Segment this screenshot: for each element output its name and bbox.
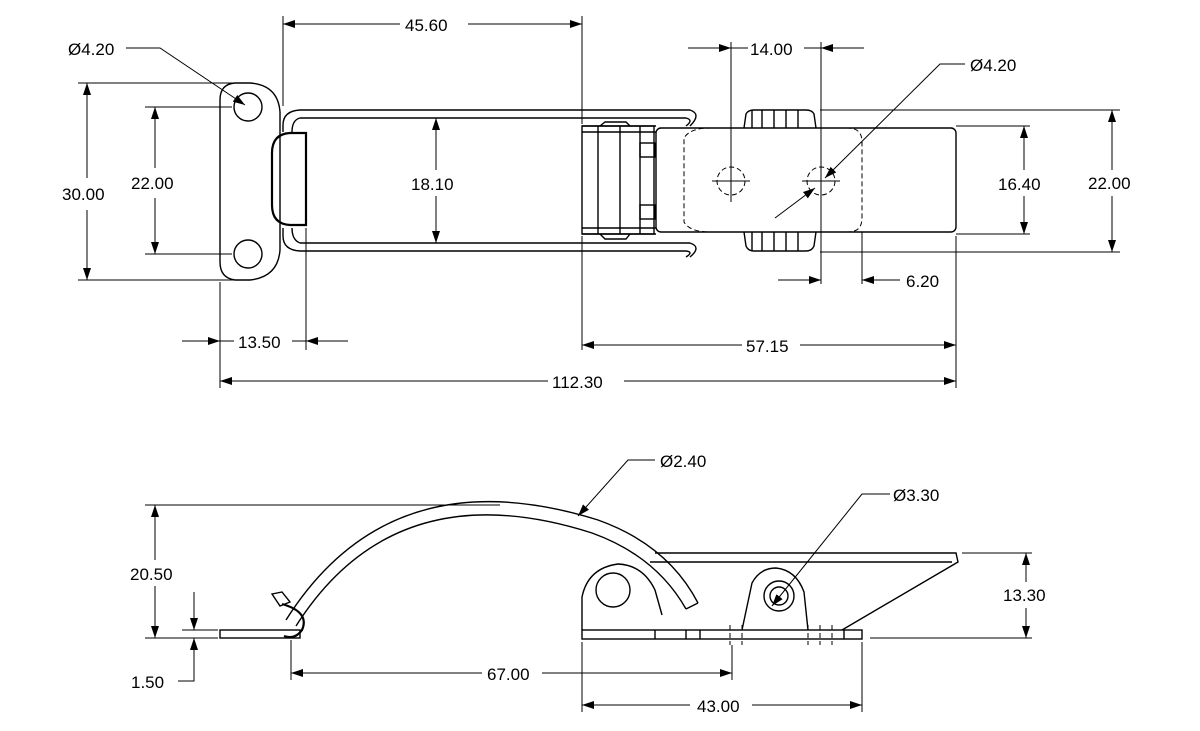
- top-dimension-lines: [83, 20, 1116, 385]
- dim-hole-right: Ø4.20: [970, 56, 1016, 75]
- dim-base-height: 13.30: [1003, 586, 1046, 605]
- dim-height: 20.50: [130, 565, 173, 584]
- side-view: Ø2.40 Ø3.30 20.50 13.30 1.50 67.00 43.00: [130, 452, 1046, 716]
- top-extension-lines: [78, 16, 1120, 388]
- side-keeper: [219, 591, 305, 639]
- dim-plate-width: 13.50: [238, 333, 281, 352]
- side-extension-lines: [145, 504, 1032, 712]
- side-wire-handle: [285, 501, 699, 627]
- dim-hole-pitch: 22.00: [131, 174, 174, 193]
- dim-body-height: 22.00: [1088, 174, 1131, 193]
- wire-handle: [282, 109, 697, 258]
- side-dimension-lines: [151, 459, 1030, 709]
- dim-plate-thickness: 1.50: [131, 673, 164, 692]
- side-latch-body: [581, 552, 959, 645]
- dim-handle-inner: 18.10: [411, 175, 454, 194]
- dim-side-base-length: 43.00: [697, 697, 740, 716]
- dim-handle-length: 45.60: [405, 16, 448, 35]
- dim-overall-height: 30.00: [62, 185, 105, 204]
- dim-hole-spacing: 14.00: [750, 40, 793, 59]
- dim-wire-diameter: Ø2.40: [660, 452, 706, 471]
- keeper-plate: [219, 82, 308, 281]
- latch-body: [581, 109, 957, 252]
- dim-hole-edge: 6.20: [906, 272, 939, 291]
- dim-body-width: 16.40: [998, 175, 1041, 194]
- dim-pin-diameter: Ø3.30: [893, 486, 939, 505]
- top-view: Ø4.20 45.60 14.00 Ø4.20 30.00 22.00 18.1…: [62, 16, 1131, 392]
- dim-overall-length: 112.30: [552, 373, 603, 392]
- dim-hole-left: Ø4.20: [68, 40, 114, 59]
- dim-base-length: 57.15: [746, 337, 789, 356]
- dim-reach: 67.00: [487, 665, 530, 684]
